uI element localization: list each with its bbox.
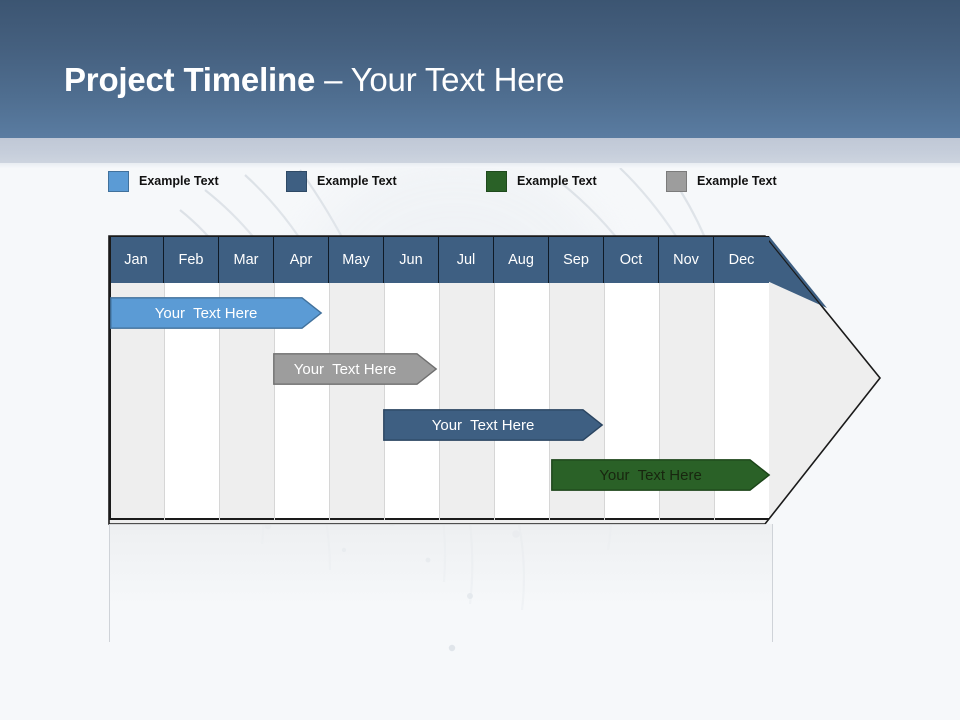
month-gridline-sep	[549, 283, 550, 520]
task-bar-2[interactable]: Your Text Here	[273, 353, 438, 385]
month-header-sep[interactable]: Sep	[549, 236, 604, 283]
task-bar-3[interactable]: Your Text Here	[383, 409, 604, 441]
month-gridline-aug	[494, 283, 495, 520]
month-header-jul[interactable]: Jul	[439, 236, 494, 283]
legend-swatch-1	[108, 170, 129, 192]
month-gridline-oct	[604, 283, 605, 520]
task-bar-shape-3	[383, 409, 604, 441]
page-title-dash: –	[315, 61, 351, 98]
page-title-rest: Your Text Here	[350, 61, 565, 98]
legend-label-1: Example Text	[139, 174, 219, 188]
legend-swatch-4	[666, 170, 687, 192]
task-bar-shape-4	[551, 459, 771, 491]
month-header-may[interactable]: May	[329, 236, 384, 283]
header-accent-band	[0, 138, 960, 163]
month-gridline-mar	[219, 283, 220, 520]
month-gridline-jul	[439, 283, 440, 520]
task-bar-shape-1	[110, 297, 323, 329]
month-gridline-dec	[714, 283, 715, 520]
month-header-jun[interactable]: Jun	[384, 236, 439, 283]
page-title-bold: Project Timeline	[64, 61, 316, 98]
month-gridline-jun	[384, 283, 385, 520]
month-header-nov[interactable]: Nov	[659, 236, 714, 283]
task-bar-4[interactable]: Your Text Here	[551, 459, 771, 491]
month-gridline-apr	[274, 283, 275, 520]
month-header-mar[interactable]: Mar	[219, 236, 274, 283]
month-header-aug[interactable]: Aug	[494, 236, 549, 283]
page-title: Project Timeline – Your Text Here	[64, 58, 564, 102]
month-gridline-nov	[659, 283, 660, 520]
legend-label-2: Example Text	[317, 174, 397, 188]
month-header-apr[interactable]: Apr	[274, 236, 329, 283]
month-header-jan[interactable]: Jan	[109, 236, 164, 283]
legend-label-3: Example Text	[517, 174, 597, 188]
month-header-feb[interactable]: Feb	[164, 236, 219, 283]
legend-swatch-3	[486, 170, 507, 192]
month-gridline-feb	[164, 283, 165, 520]
legend: Example Text Example Text Example Text Exam…	[108, 168, 868, 198]
task-bar-shape-2	[273, 353, 438, 385]
timeline-reflection	[109, 524, 773, 642]
slide-header-banner	[0, 0, 960, 138]
header-accent-band-light	[0, 163, 960, 168]
legend-item-1[interactable]: Example Text	[108, 168, 219, 194]
month-gridline-may	[329, 283, 330, 520]
legend-label-4: Example Text	[697, 174, 777, 188]
month-column-stripe-may	[329, 283, 384, 520]
month-column-stripe-jul	[439, 283, 494, 520]
legend-item-2[interactable]: Example Text	[286, 168, 397, 194]
legend-item-4[interactable]: Example Text	[666, 168, 777, 194]
month-header-oct[interactable]: Oct	[604, 236, 659, 283]
month-header-dec[interactable]: Dec	[714, 236, 769, 283]
legend-swatch-2	[286, 170, 307, 192]
legend-item-3[interactable]: Example Text	[486, 168, 597, 194]
task-bar-1[interactable]: Your Text Here	[110, 297, 323, 329]
